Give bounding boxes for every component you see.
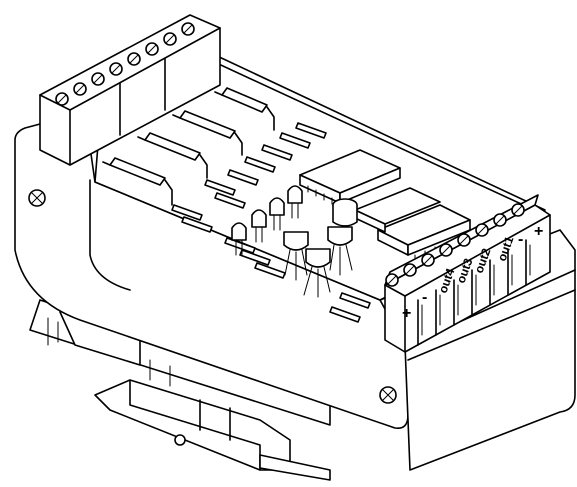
din-rail bbox=[29, 299, 331, 481]
capacitor bbox=[332, 198, 358, 227]
terminal-block-left bbox=[39, 14, 221, 166]
transistors bbox=[283, 226, 353, 298]
power-resistors bbox=[102, 87, 275, 206]
small-resistors bbox=[171, 122, 371, 323]
terminal-block-right bbox=[384, 194, 551, 353]
label-minus-left: - bbox=[422, 289, 427, 306]
label-plus-left: + bbox=[402, 305, 411, 322]
label-plus-right: + bbox=[534, 223, 543, 240]
leds bbox=[231, 185, 303, 256]
label-minus-right: - bbox=[518, 231, 523, 248]
screw-left-icon bbox=[28, 189, 46, 207]
screw-right-icon bbox=[379, 386, 397, 404]
